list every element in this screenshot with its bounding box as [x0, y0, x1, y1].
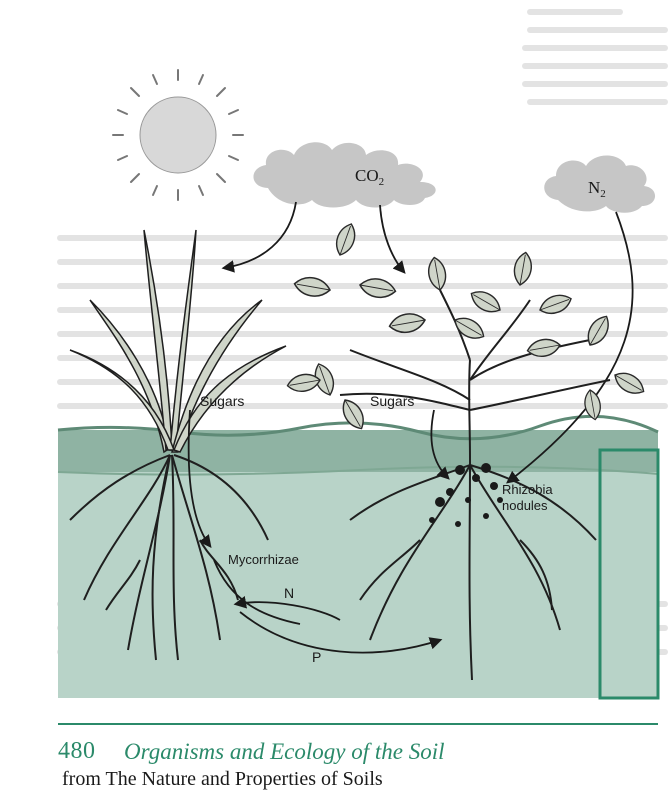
n2-label-subscript: 2 — [600, 188, 606, 200]
co2-cloud — [253, 142, 435, 207]
source-caption: from The Nature and Properties of Soils — [62, 768, 383, 791]
legume-leaves — [286, 221, 648, 433]
rhizobia-label: Rhizobia — [502, 482, 553, 497]
co2-label-subscript: 2 — [379, 176, 385, 188]
sugars-left-label: Sugars — [200, 393, 244, 409]
p-label: P — [312, 649, 321, 665]
page-number: 480 — [58, 738, 96, 765]
sugars-right-label: Sugars — [370, 393, 414, 409]
page-title: Organisms and Ecology of the Soil — [124, 739, 444, 765]
n-label: N — [284, 585, 294, 601]
n2-label-main: N — [588, 178, 600, 197]
mycorrhizae-label: Mycorrhizae — [228, 552, 299, 567]
nodules-label: nodules — [502, 498, 548, 513]
sun-icon — [113, 70, 243, 200]
footer-divider — [58, 723, 658, 725]
co2-label-main: CO — [355, 166, 379, 185]
